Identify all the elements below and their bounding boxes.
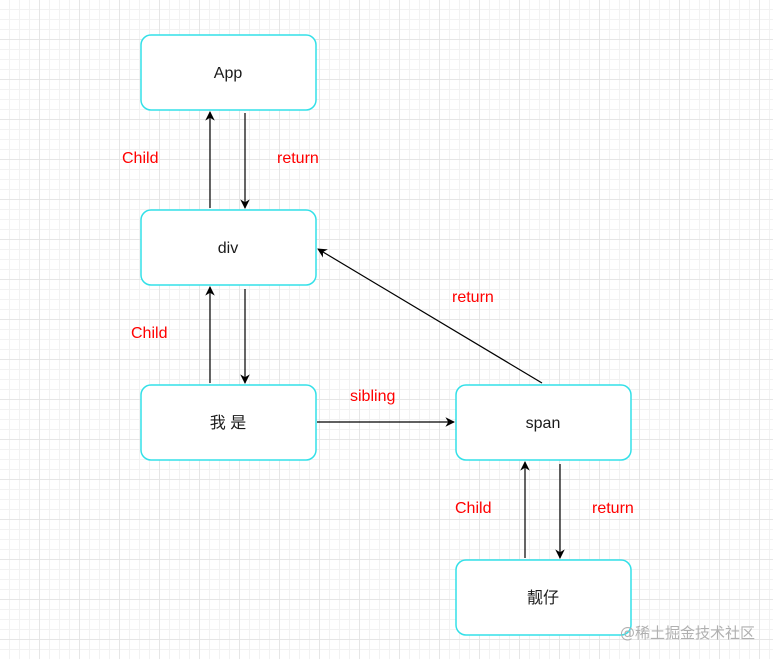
edge-span-to-div-return (317, 248, 543, 384)
node-div: div (140, 209, 317, 286)
node-liangzai-label: 靓仔 (527, 589, 559, 607)
edge-label-woshi-to-div: Child (131, 325, 167, 342)
node-app-label: App (214, 65, 243, 82)
edge-label-woshi-to-span: sibling (350, 388, 395, 405)
edge-label-span-to-div: return (452, 289, 494, 306)
watermark: @稀土掘金技术社区 (619, 624, 755, 642)
edge-label-span-to-liangzai: return (592, 500, 634, 517)
node-woshi-label: 我 是 (210, 414, 246, 432)
edge-label-liangzai-to-span: Child (455, 500, 491, 517)
node-span: span (455, 384, 632, 461)
node-span-label: span (526, 415, 561, 432)
node-liangzai: 靓仔 (455, 559, 632, 636)
node-div-label: div (218, 240, 238, 257)
node-app: App (140, 34, 317, 111)
edge-label-div-to-app: Child (122, 150, 158, 167)
edge-label-app-to-div: return (277, 150, 319, 167)
node-woshi: 我 是 (140, 384, 317, 461)
